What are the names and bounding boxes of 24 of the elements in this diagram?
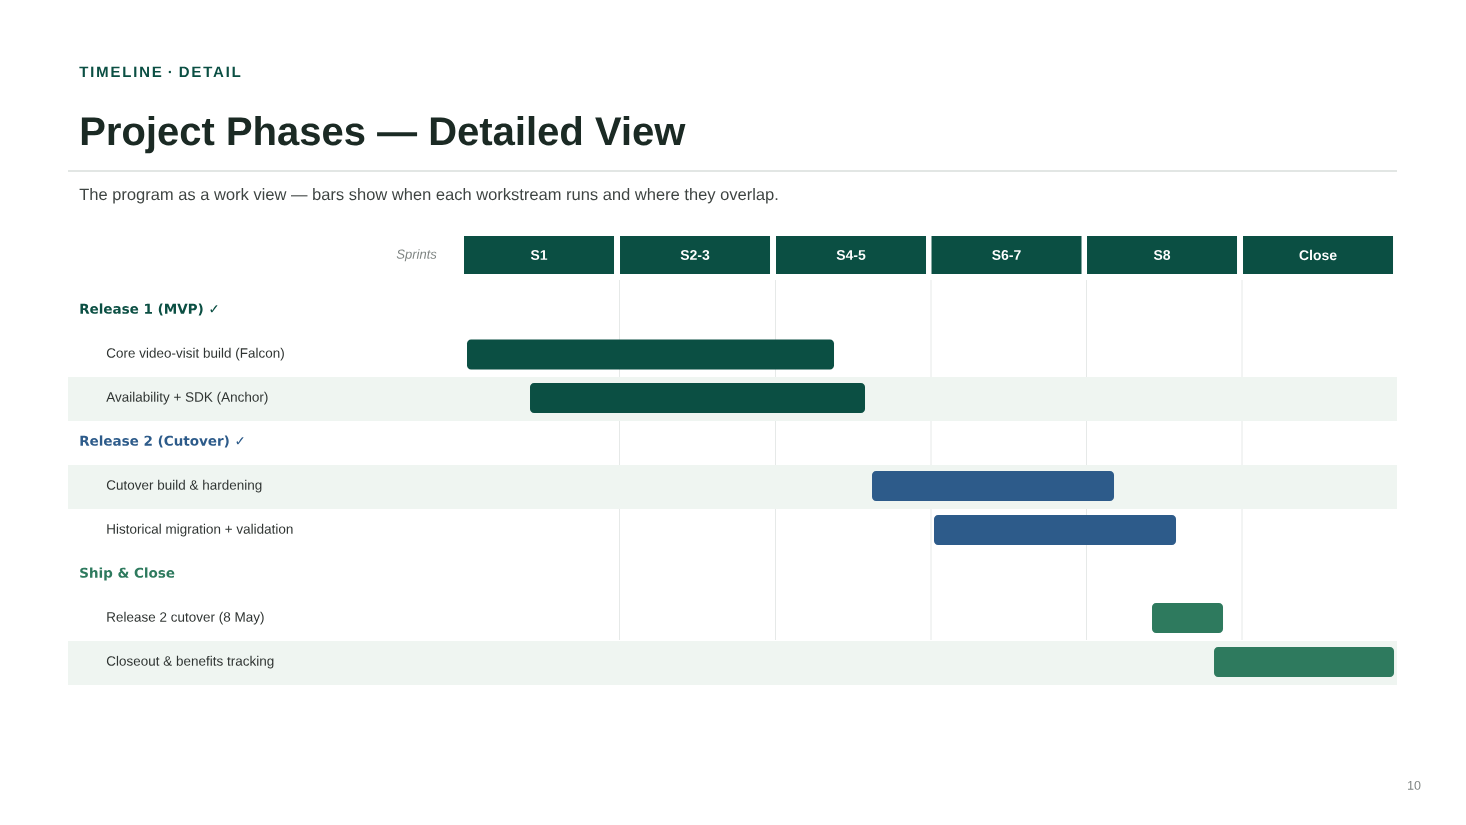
gantt-bar <box>1214 647 1394 677</box>
column-header: S2-3 <box>620 236 770 274</box>
column-header: S1 <box>464 236 614 274</box>
task-label: Core video-visit build (Falcon) <box>106 347 284 361</box>
group-heading: Release 1 (MVP) ✓ <box>80 303 218 316</box>
column-header: S4-5 <box>776 236 926 274</box>
task-label: Release 2 cutover (8 May) <box>107 611 264 625</box>
column-header: S8 <box>1087 236 1237 274</box>
column-header: Close <box>1243 236 1393 274</box>
group-heading: Ship & Close <box>80 567 175 581</box>
column-header: S6-7 <box>931 236 1082 274</box>
task-label: Historical migration + validation <box>107 523 293 537</box>
section-label: TIMELINE · DETAIL <box>79 66 241 77</box>
subtitle: The program as a work view — bars show when each workstream runs and where they overlap. <box>79 188 778 204</box>
group-heading: Release 2 (Cutover) ✓ <box>80 435 244 448</box>
page-number: 10 <box>1408 780 1421 790</box>
gantt-bar <box>1152 603 1223 633</box>
gantt-bar <box>872 471 1114 501</box>
title: Project Phases — Detailed View <box>81 116 686 154</box>
gantt-bar <box>530 383 865 413</box>
table-row: Closeout & benefits tracking <box>68 641 1397 685</box>
gantt-bar <box>467 339 834 370</box>
gantt-bar <box>934 515 1176 545</box>
axis-label: Sprints <box>396 249 437 262</box>
